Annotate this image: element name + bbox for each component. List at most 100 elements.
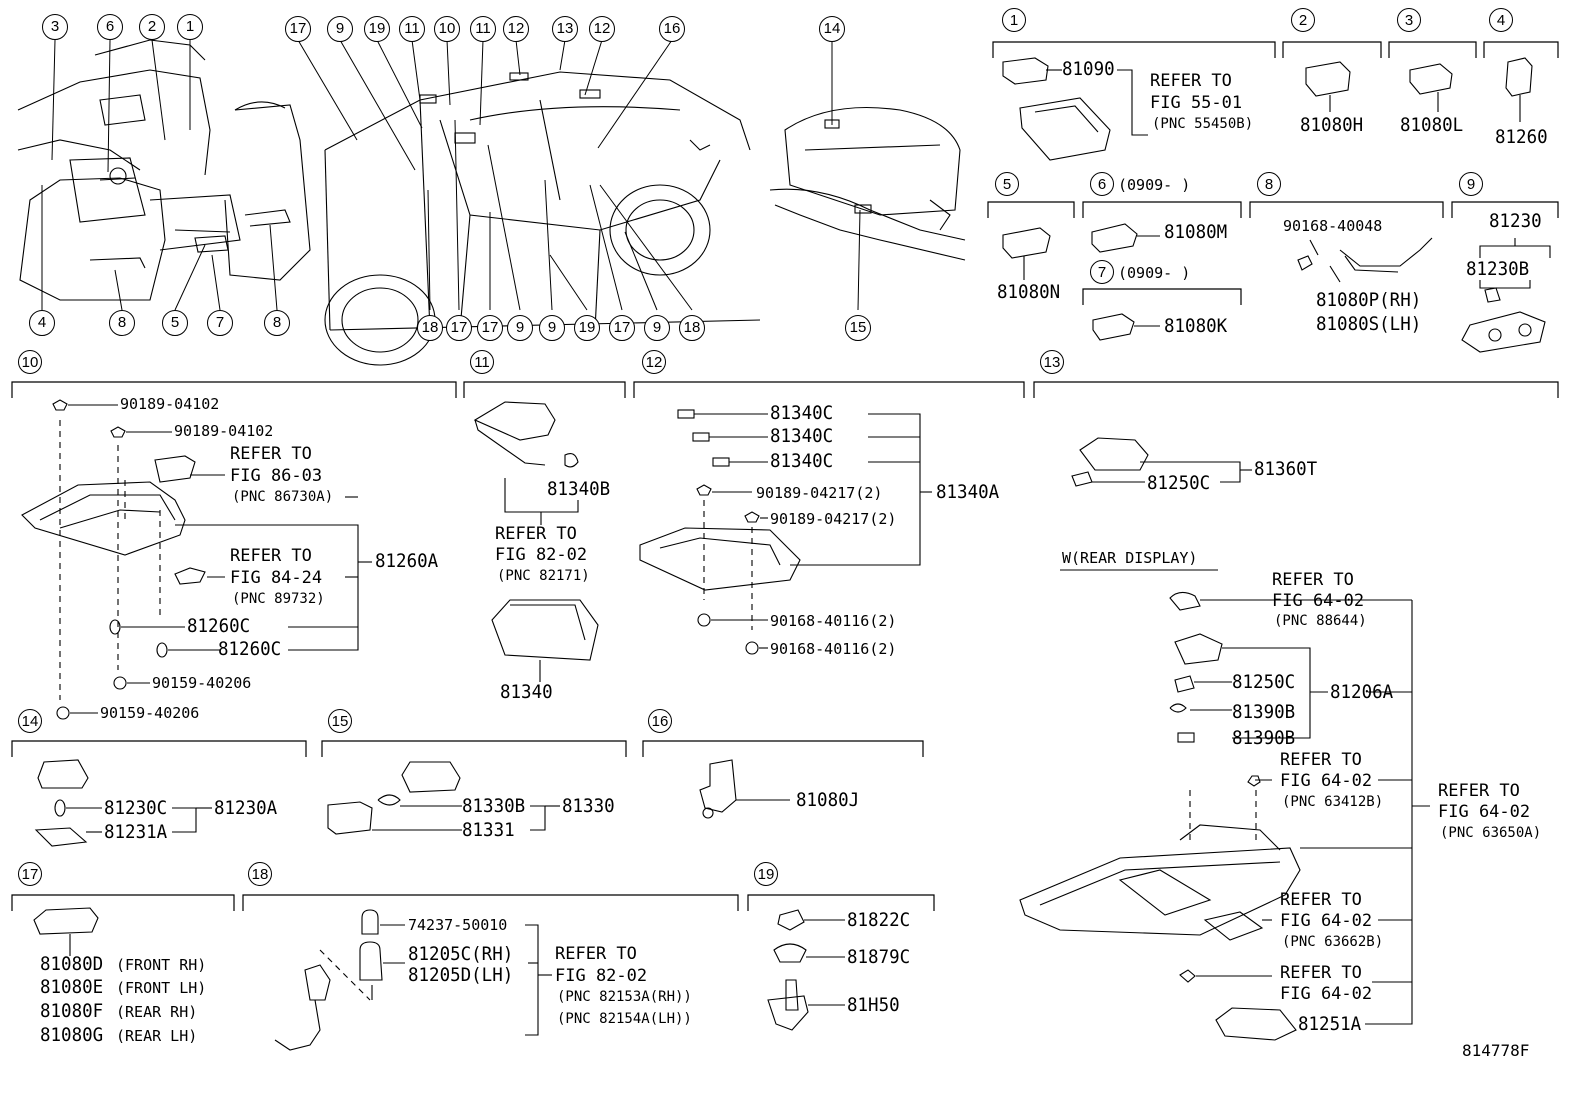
part-81080D[interactable]: 81080D [40, 953, 104, 975]
refer-pnc-rh: (PNC 82153A(RH)) [557, 989, 692, 1005]
part-81080G[interactable]: 81080G [40, 1024, 104, 1046]
part-81250C[interactable]: 81250C [1147, 472, 1211, 494]
part-81330B[interactable]: 81330B [462, 795, 526, 817]
part-81340C-b[interactable]: 81340C [770, 425, 834, 447]
part-81080P[interactable]: 81080P(RH) [1316, 289, 1422, 311]
part-81360T[interactable]: 81360T [1254, 458, 1318, 480]
part-81080L[interactable]: 81080L [1400, 114, 1464, 136]
callout-12: 12 [503, 16, 529, 42]
refer-fig[interactable]: FIG 64-02 [1280, 771, 1373, 791]
part-81260C-a[interactable]: 81260C [187, 615, 251, 637]
section-number-15: 15 [328, 709, 352, 733]
part-81080K[interactable]: 81080K [1164, 315, 1228, 337]
part-81205C[interactable]: 81205C(RH) [408, 943, 514, 965]
refer-fig[interactable]: FIG 64-02 [1438, 802, 1531, 822]
part-81390B-a[interactable]: 81390B [1232, 701, 1296, 723]
part-81080F[interactable]: 81080F [40, 1000, 104, 1022]
refer-pnc: (PNC 88644) [1274, 613, 1367, 629]
refer-label: REFER TO [1272, 570, 1354, 590]
part-81340B[interactable]: 81340B [547, 478, 611, 500]
refer-label: REFER TO [1150, 71, 1232, 91]
part-81H50[interactable]: 81H50 [847, 994, 900, 1016]
part-81230A[interactable]: 81230A [214, 797, 278, 819]
callout-17b: 17 [446, 315, 472, 341]
section-7-date-note: (0909- ) [1118, 264, 1191, 282]
part-81206A[interactable]: 81206A [1330, 681, 1394, 703]
part-81080E[interactable]: 81080E [40, 976, 104, 998]
part-90159-40206-a[interactable]: 90159-40206 [152, 674, 252, 692]
refer-label: REFER TO [230, 546, 312, 566]
part-90168-40048[interactable]: 90168-40048 [1283, 217, 1383, 235]
section-number-12: 12 [642, 350, 666, 374]
refer-fig[interactable]: FIG 55-01 [1150, 93, 1243, 113]
part-81260C-b[interactable]: 81260C [218, 638, 282, 660]
part-90168-40116-b[interactable]: 90168-40116(2) [770, 640, 897, 658]
part-81340C-c[interactable]: 81340C [770, 450, 834, 472]
section-number-8: 8 [1257, 172, 1281, 196]
refer-fig[interactable]: FIG 84-24 [230, 568, 323, 588]
callout-17d: 17 [609, 315, 635, 341]
refer-fig[interactable]: FIG 82-02 [495, 545, 588, 565]
refer-fig[interactable]: FIG 82-02 [555, 966, 648, 986]
part-81260[interactable]: 81260 [1495, 126, 1548, 148]
refer-fig[interactable]: FIG 64-02 [1280, 984, 1373, 1004]
callout-6: 6 [97, 14, 123, 40]
callout-9c: 9 [539, 315, 565, 341]
section-brackets [11, 41, 1559, 911]
part-81080N[interactable]: 81080N [997, 281, 1061, 303]
part-81340A[interactable]: 81340A [936, 481, 1000, 503]
callout-18b: 18 [679, 315, 705, 341]
part-81251A[interactable]: 81251A [1298, 1013, 1362, 1035]
part-81080M[interactable]: 81080M [1164, 221, 1228, 243]
callout-16: 16 [659, 16, 685, 42]
refer-label: REFER TO [1280, 750, 1362, 770]
section-16-illustration [699, 759, 790, 819]
part-81390B-b[interactable]: 81390B [1232, 727, 1296, 749]
part-81879C[interactable]: 81879C [847, 946, 911, 968]
overview-leader-lines [41, 39, 861, 311]
part-90189-04102-b[interactable]: 90189-04102 [174, 422, 274, 440]
part-81331[interactable]: 81331 [462, 819, 515, 841]
refer-pnc: (PNC 63412B) [1282, 794, 1384, 810]
part-81230B[interactable]: 81230B [1466, 258, 1530, 280]
callout-11: 11 [399, 16, 425, 42]
part-81340[interactable]: 81340 [500, 681, 553, 703]
note-rear-lh: (REAR LH) [116, 1027, 198, 1045]
refer-label: REFER TO [1280, 890, 1362, 910]
part-81090[interactable]: 81090 [1062, 58, 1115, 80]
section-12-illustration [639, 409, 932, 655]
part-81340C-a[interactable]: 81340C [770, 402, 834, 424]
part-81230[interactable]: 81230 [1489, 210, 1542, 232]
section-11-illustration [473, 401, 599, 682]
part-90189-04102-a[interactable]: 90189-04102 [120, 395, 220, 413]
part-81260A[interactable]: 81260A [375, 550, 439, 572]
part-81822C[interactable]: 81822C [847, 909, 911, 931]
part-81330[interactable]: 81330 [562, 795, 615, 817]
refer-label: REFER TO [495, 524, 577, 544]
section-number-6: 6 [1090, 172, 1114, 196]
note-rear-rh: (REAR RH) [116, 1003, 198, 1021]
refer-label: REFER TO [230, 444, 312, 464]
part-81205D[interactable]: 81205D(LH) [408, 964, 514, 986]
part-81080S[interactable]: 81080S(LH) [1316, 313, 1422, 335]
part-81080J[interactable]: 81080J [796, 789, 860, 811]
part-74237-50010[interactable]: 74237-50010 [408, 916, 508, 934]
part-90189-04217-b[interactable]: 90189-04217(2) [770, 510, 897, 528]
part-81080H[interactable]: 81080H [1300, 114, 1364, 136]
interior-overview-illustration [17, 39, 311, 301]
refer-fig[interactable]: FIG 64-02 [1280, 911, 1373, 931]
diagram-id: 814778F [1462, 1041, 1530, 1060]
part-81250C-rear[interactable]: 81250C [1232, 671, 1296, 693]
refer-fig[interactable]: FIG 86-03 [230, 466, 323, 486]
callout-17c: 17 [477, 315, 503, 341]
part-90159-40206-b[interactable]: 90159-40206 [100, 704, 200, 722]
refer-fig[interactable]: FIG 64-02 [1272, 591, 1365, 611]
callout-9d: 9 [644, 315, 670, 341]
part-90168-40116-a[interactable]: 90168-40116(2) [770, 612, 897, 630]
part-81231A[interactable]: 81231A [104, 821, 168, 843]
section-number-7: 7 [1090, 260, 1114, 284]
part-90189-04217-a[interactable]: 90189-04217(2) [756, 484, 883, 502]
section-10-illustration [21, 399, 372, 720]
part-81230C[interactable]: 81230C [104, 797, 168, 819]
